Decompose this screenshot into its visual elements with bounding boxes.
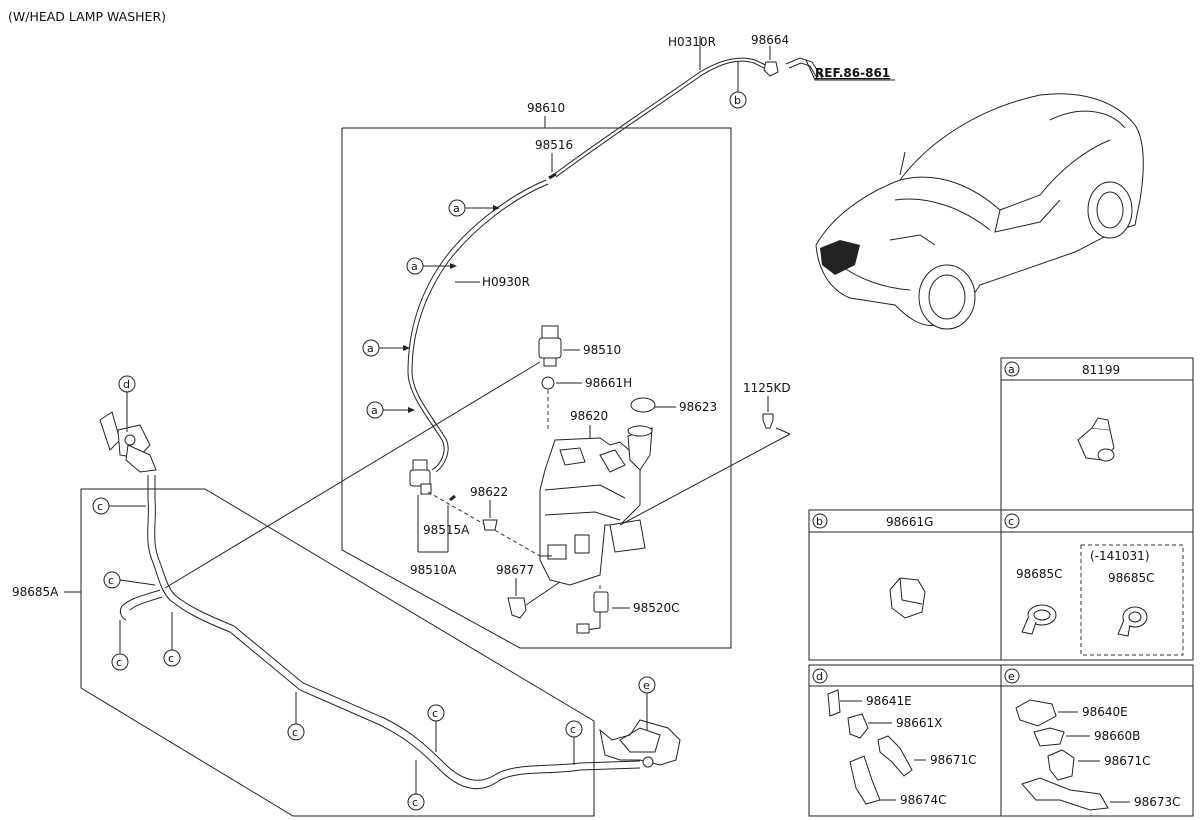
legend-e-part-2: 98660B	[1094, 729, 1140, 743]
legend-e-part-3: 98671C	[1104, 754, 1151, 768]
clip-98661g-icon	[889, 577, 926, 619]
label-98520c: 98520C	[633, 601, 680, 615]
legend-panel-e	[1000, 664, 1194, 817]
svg-text:a: a	[1008, 363, 1015, 376]
legend-c-part-right: 98685C	[1108, 571, 1155, 585]
svg-text:c: c	[292, 726, 298, 739]
svg-text:b: b	[734, 94, 741, 107]
label-98516: 98516	[535, 138, 573, 152]
callout-c-4: c	[163, 612, 181, 667]
legend-c-date-note: (-141031)	[1090, 549, 1150, 563]
callout-a-2: a	[406, 257, 457, 275]
svg-text:c: c	[116, 656, 122, 669]
hose-h0930r	[407, 179, 547, 471]
level-sensor-98520c	[576, 591, 609, 634]
connector-98516	[548, 172, 557, 180]
washer-pump-98510	[538, 325, 562, 367]
legend-d-part-2: 98661X	[896, 716, 942, 730]
callout-e	[638, 676, 656, 694]
label-h0310r: H0310R	[668, 35, 716, 49]
clip-98677	[507, 597, 527, 619]
label-1125kd: 1125KD	[743, 381, 791, 395]
label-98664: 98664	[751, 33, 789, 47]
svg-text:c: c	[570, 723, 576, 736]
label-98620: 98620	[570, 409, 608, 423]
svg-text:d: d	[816, 670, 823, 683]
legend-e-part-1: 98640E	[1082, 705, 1128, 719]
label-98510a: 98510A	[410, 563, 457, 577]
callout-a-1: a	[448, 199, 500, 217]
hose-clamp-right-icon	[1117, 606, 1148, 637]
callout-b	[729, 91, 747, 109]
callout-c-3: c	[111, 620, 129, 671]
label-98610: 98610	[527, 101, 565, 115]
headlamp-washer-bracket-right	[599, 719, 681, 768]
svg-text:e: e	[643, 679, 650, 692]
svg-text:a: a	[371, 404, 378, 417]
callout-c-2: c	[103, 571, 156, 589]
grommet-98622	[482, 519, 498, 531]
hose-98685a	[147, 475, 641, 790]
callout-c-5: c	[287, 692, 305, 741]
svg-text:c: c	[432, 707, 438, 720]
label-h0930r: H0930R	[482, 275, 530, 289]
cap-98623	[630, 397, 656, 413]
legend-e-part-4: 98673C	[1134, 795, 1181, 809]
legend-d-part-1: 98641E	[866, 694, 912, 708]
pump-98510a	[409, 459, 432, 495]
callout-c-6: c	[427, 704, 445, 752]
hose-h0310r	[552, 57, 773, 176]
svg-text:a: a	[367, 342, 374, 355]
label-98622: 98622	[470, 485, 508, 499]
legend-c-part-left: 98685C	[1016, 567, 1063, 581]
grommet-98661h	[541, 376, 555, 390]
legend-d-part-4: 98674C	[900, 793, 947, 807]
variant-note: (W/HEAD LAMP WASHER)	[8, 9, 166, 24]
headlamp-washer-bracket-left	[99, 411, 157, 473]
callout-d	[118, 375, 136, 393]
vehicle-illustration	[815, 93, 1144, 330]
svg-text:a: a	[411, 260, 418, 273]
callout-c-7: c	[407, 760, 425, 811]
label-98515a: 98515A	[423, 523, 470, 537]
label-98623: 98623	[679, 400, 717, 414]
hose-assembly-frame	[80, 488, 595, 817]
svg-text:d: d	[123, 378, 130, 391]
label-98677: 98677	[496, 563, 534, 577]
callout-a-4: a	[366, 401, 415, 419]
svg-text:c: c	[97, 500, 103, 513]
svg-text:c: c	[168, 652, 174, 665]
clip-81199-icon	[1077, 417, 1115, 462]
svg-text:c: c	[412, 796, 418, 809]
svg-text:c: c	[1008, 515, 1014, 528]
callout-a-3: a	[362, 339, 410, 357]
reference-label: REF.86-861	[815, 66, 890, 80]
callout-c-8: c	[565, 720, 583, 765]
svg-text:a: a	[453, 202, 460, 215]
legend-panel-c	[1000, 509, 1194, 661]
callout-c-1: c	[92, 497, 146, 515]
svg-text:e: e	[1008, 670, 1015, 683]
svg-text:b: b	[816, 515, 823, 528]
label-98661h: 98661H	[585, 376, 632, 390]
label-98685a: 98685A	[12, 585, 59, 599]
reservoir-98620	[539, 425, 653, 586]
reservoir-assembly-frame	[341, 127, 732, 649]
hose-clamp-left-icon	[1021, 604, 1057, 635]
svg-text:c: c	[108, 574, 114, 587]
elbow-98664	[763, 61, 779, 77]
legend-b-part: 98661G	[886, 515, 933, 529]
label-98510: 98510	[583, 343, 621, 357]
legend-a-part: 81199	[1082, 363, 1120, 377]
bolt-1125kd	[762, 413, 774, 429]
legend-d-part-3: 98671C	[930, 753, 977, 767]
